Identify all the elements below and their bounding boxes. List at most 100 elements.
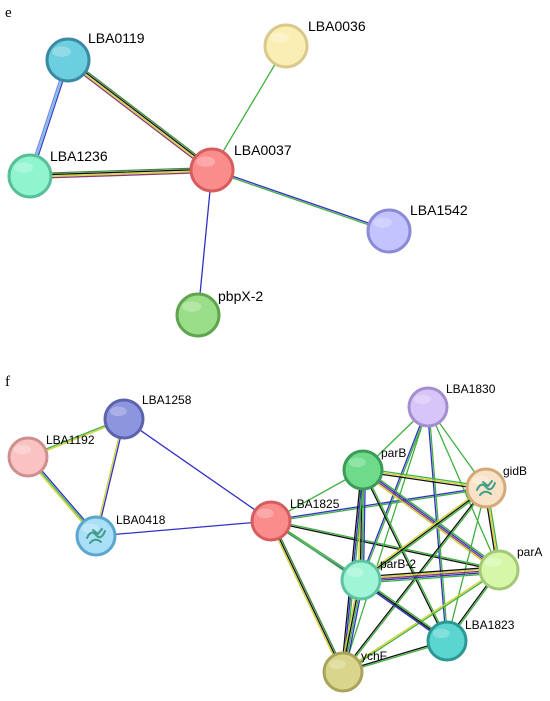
node-label: LBA1825 bbox=[290, 497, 340, 511]
edge-line bbox=[362, 470, 487, 491]
node-circle[interactable] bbox=[263, 23, 309, 69]
edge-parB-parA bbox=[360, 467, 502, 573]
node-circle[interactable] bbox=[103, 398, 145, 440]
edge-line bbox=[29, 170, 213, 178]
node-parB[interactable]: parB bbox=[342, 446, 406, 491]
node-highlight bbox=[14, 162, 34, 173]
edge-line bbox=[268, 521, 343, 674]
edge-line bbox=[427, 406, 500, 571]
node-label: parB-2 bbox=[380, 557, 416, 571]
edge-LBA1825-parA bbox=[270, 519, 500, 572]
node-circle[interactable] bbox=[7, 436, 49, 478]
node-label: parB bbox=[381, 446, 406, 460]
node-pbpX-2[interactable]: pbpX-2 bbox=[175, 288, 263, 338]
edge-line bbox=[362, 467, 487, 488]
edge-line bbox=[211, 170, 390, 233]
edge-LBA1830-ychF bbox=[342, 406, 429, 673]
edge-line bbox=[360, 566, 500, 578]
node-LBA1825[interactable]: LBA1825 bbox=[250, 497, 340, 542]
edge-line bbox=[270, 520, 344, 673]
panel-label-e: e bbox=[5, 5, 12, 21]
node-label: LBA1192 bbox=[46, 433, 95, 447]
node-parA[interactable]: parA bbox=[478, 545, 542, 591]
node-LBA1236[interactable]: LBA1236 bbox=[7, 148, 108, 199]
node-circle[interactable] bbox=[175, 292, 221, 338]
node-LBA1542[interactable]: LBA1542 bbox=[366, 202, 468, 254]
node-highlight bbox=[348, 457, 366, 468]
node-circle[interactable] bbox=[340, 559, 382, 601]
node-ychF[interactable]: ychF bbox=[322, 649, 387, 693]
node-circle[interactable] bbox=[189, 147, 235, 193]
node-LBA0037[interactable]: LBA0037 bbox=[189, 142, 292, 193]
edge-gidB-parB-2 bbox=[359, 486, 488, 582]
node-highlight bbox=[13, 444, 31, 455]
node-highlight bbox=[270, 32, 290, 43]
edge-line bbox=[270, 488, 487, 523]
node-highlight bbox=[256, 508, 274, 519]
node-label: parA bbox=[517, 545, 542, 559]
node-gidB[interactable]: gidB bbox=[465, 464, 527, 509]
edge-line bbox=[271, 519, 346, 672]
edge-line bbox=[361, 488, 488, 582]
node-label: LBA1830 bbox=[446, 382, 496, 396]
edge-line bbox=[29, 168, 213, 176]
edge-line bbox=[123, 418, 272, 522]
node-highlight bbox=[373, 217, 393, 228]
node-LBA1192[interactable]: LBA1192 bbox=[7, 433, 95, 478]
edge-line bbox=[65, 61, 212, 173]
edge-line bbox=[360, 572, 500, 584]
edge-line bbox=[361, 469, 500, 572]
edge-line bbox=[270, 521, 500, 572]
edge-line bbox=[67, 58, 214, 171]
node-highlight bbox=[52, 46, 72, 57]
edge-parB-gidB bbox=[362, 467, 487, 491]
node-label: LBA1542 bbox=[410, 202, 468, 218]
edge-line bbox=[342, 487, 488, 674]
edge-line bbox=[363, 467, 502, 569]
edge-line bbox=[360, 567, 500, 580]
node-highlight bbox=[196, 156, 216, 167]
protein-structure-icon bbox=[86, 528, 106, 544]
protein-structure-icon bbox=[476, 480, 496, 496]
edge-line bbox=[342, 406, 429, 673]
edge-line bbox=[360, 569, 500, 581]
node-circle[interactable] bbox=[366, 208, 412, 254]
node-label: gidB bbox=[503, 464, 527, 478]
node-LBA1830[interactable]: LBA1830 bbox=[407, 382, 496, 428]
node-LBA1823[interactable]: LBA1823 bbox=[426, 618, 515, 662]
node-circle[interactable] bbox=[426, 620, 468, 662]
edge-line bbox=[66, 59, 213, 172]
node-circle[interactable] bbox=[478, 549, 520, 591]
node-highlight bbox=[346, 567, 364, 578]
node-LBA0036[interactable]: LBA0036 bbox=[263, 18, 366, 69]
edge-line bbox=[95, 520, 272, 537]
edge-line bbox=[360, 487, 487, 581]
node-label: LBA0418 bbox=[116, 513, 166, 527]
edge-line bbox=[197, 169, 213, 316]
edge-line bbox=[68, 57, 215, 169]
edge-LBA1825-ychF bbox=[268, 519, 346, 674]
node-LBA1258[interactable]: LBA1258 bbox=[103, 393, 192, 440]
node-circle[interactable] bbox=[7, 153, 53, 199]
edge-line bbox=[362, 468, 501, 571]
edge-parA-parB-2 bbox=[360, 566, 500, 584]
node-label: LBA1258 bbox=[142, 393, 192, 407]
node-label: LBA0036 bbox=[308, 18, 366, 34]
node-circle[interactable] bbox=[45, 37, 91, 83]
node-circle[interactable] bbox=[342, 449, 384, 491]
node-LBA0418[interactable]: LBA0418 bbox=[75, 513, 166, 557]
node-circle[interactable] bbox=[407, 386, 449, 428]
node-circle[interactable] bbox=[322, 651, 364, 693]
edge-LBA0037-LBA1542 bbox=[211, 168, 390, 233]
node-highlight bbox=[182, 301, 202, 312]
node-circle[interactable] bbox=[250, 500, 292, 542]
node-LBA0119[interactable]: LBA0119 bbox=[45, 30, 145, 83]
edge-LBA0418-LBA1825 bbox=[95, 520, 272, 537]
node-highlight bbox=[328, 659, 346, 670]
node-parB-2[interactable]: parB-2 bbox=[340, 557, 416, 601]
edge-line bbox=[446, 487, 487, 642]
edge-LBA0037-pbpX-2 bbox=[197, 169, 213, 316]
node-highlight bbox=[109, 406, 127, 417]
